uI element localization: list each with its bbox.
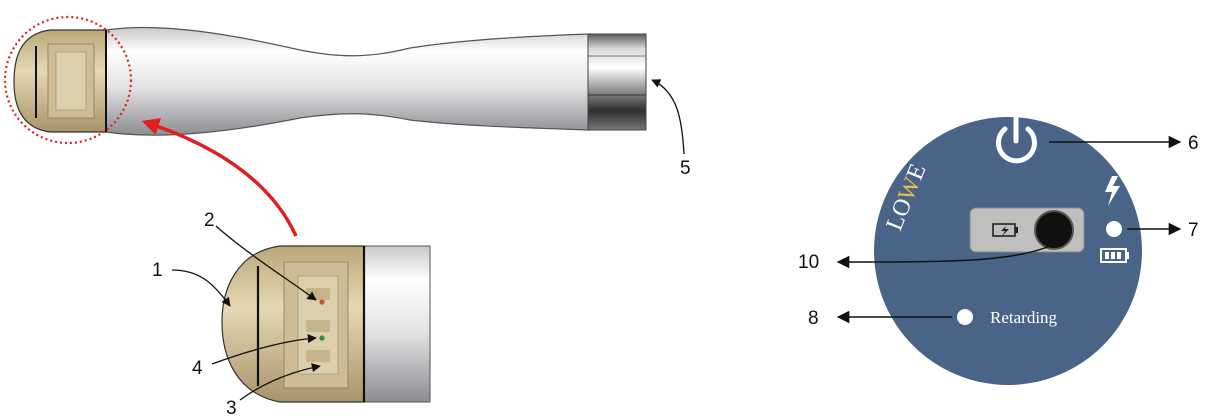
handpiece — [3, 15, 647, 145]
callout-6: 6 — [1188, 133, 1199, 154]
zoom-highlight-circle — [3, 15, 133, 145]
callout-5: 5 — [680, 158, 691, 179]
control-panel: program LOWE Retarding — [874, 95, 1142, 385]
handpiece-body — [105, 26, 591, 136]
battery-icon — [1100, 248, 1129, 263]
program-label: program — [986, 95, 1046, 112]
sensor-2-dot — [319, 299, 325, 305]
callout-10: 10 — [798, 252, 819, 273]
zoomed-body — [363, 245, 431, 403]
handpiece-end-cap — [587, 33, 647, 131]
callout-3: 3 — [226, 398, 237, 416]
lightning-icon — [1105, 176, 1120, 206]
sensor-4-dot — [319, 335, 325, 341]
zoomed-head-detail — [221, 245, 431, 403]
callout-7: 7 — [1188, 220, 1199, 241]
retarding-indicator-led — [957, 309, 973, 325]
charging-socket[interactable] — [1034, 210, 1074, 250]
callout-8: 8 — [808, 308, 819, 329]
zoom-arrow — [141, 118, 298, 237]
callout-2: 2 — [204, 210, 215, 231]
callout-4: 4 — [192, 358, 203, 379]
battery-charging-icon — [992, 223, 1018, 237]
charge-indicator-led — [1106, 221, 1122, 237]
power-icon[interactable] — [996, 114, 1037, 164]
callout-1: 1 — [152, 260, 163, 281]
retarding-label: Retarding — [990, 308, 1058, 327]
